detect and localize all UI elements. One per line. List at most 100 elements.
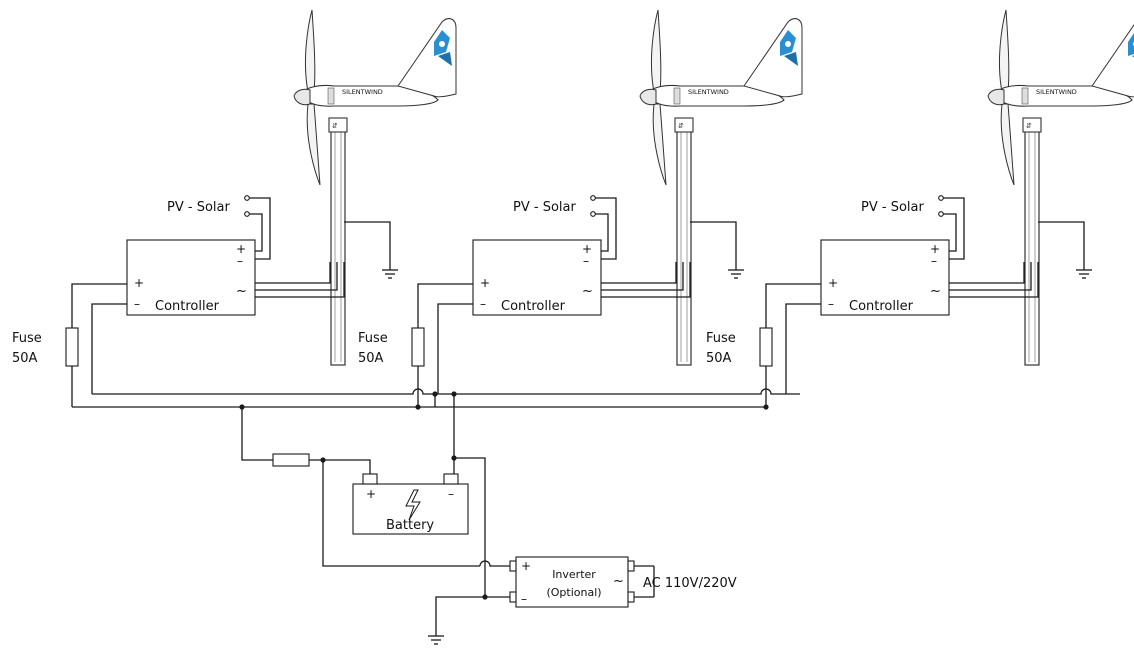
pv-plus-wire: [595, 197, 617, 260]
controller-label: Controller: [501, 299, 566, 314]
fuse-50a: [65, 327, 79, 367]
controller-ac-symbol: ~: [582, 284, 593, 299]
inverter-plus-wire-hop: [479, 560, 510, 567]
battery-minus-terminal: [443, 473, 459, 485]
pv-terminal: [590, 195, 596, 201]
inverter-label: Inverter: [552, 568, 596, 581]
ac-phase-3: [255, 262, 345, 298]
turbine-brand-label: SILENTWIND: [342, 88, 383, 96]
fuse-label: Fuse: [12, 331, 42, 346]
battery-label: Battery: [386, 518, 434, 533]
controller-dc-minus: –: [828, 297, 834, 311]
controller-box: [472, 239, 602, 316]
ground-symbol-graphic: [427, 635, 445, 645]
wind-turbine-graphic: [987, 9, 1134, 366]
pv-minus-wire: [249, 213, 263, 252]
battery-minus-label: –: [448, 487, 454, 501]
controller-pv-plus: +: [582, 242, 592, 256]
controller-minus-wire: [437, 303, 473, 394]
battery-inline-fuse: [272, 453, 310, 467]
negative-bus: [92, 388, 800, 395]
controller-plus-wire: [765, 283, 821, 328]
pv-terminal: [590, 211, 596, 217]
inverter-minus-feed: [454, 457, 486, 560]
wind-turbine: SILENTWIND: [987, 9, 1134, 366]
inverter-box: [515, 556, 629, 608]
dc-buses: [72, 388, 800, 410]
controller-minus-wire: [785, 303, 821, 394]
controller-dc-plus: +: [828, 276, 838, 290]
ac-phase-2: [949, 262, 1032, 291]
controller-dc-minus: –: [480, 297, 486, 311]
junction-dot: [415, 404, 421, 410]
pv-terminal: [938, 211, 944, 217]
pv-solar-label: PV - Solar: [513, 200, 576, 215]
pv-terminal: [938, 195, 944, 201]
pv-minus-wire: [943, 213, 957, 252]
battery: +–Battery: [352, 473, 469, 535]
ac-phase-1: [255, 262, 331, 284]
inverter-ac-symbol: ~: [613, 574, 624, 589]
fuse-label: Fuse: [358, 331, 388, 346]
fuse-label: Fuse: [706, 331, 736, 346]
controller-pv-plus: +: [930, 242, 940, 256]
controller-pv-plus: +: [236, 242, 246, 256]
ground-symbol: [1075, 269, 1093, 279]
lightning-icon: [405, 489, 421, 521]
turbine-ground-wire: [344, 221, 391, 270]
ac-phase-1: [601, 262, 677, 284]
inverter: + – Inverter (Optional) ~: [509, 556, 655, 608]
controller-dc-minus: –: [134, 297, 140, 311]
inverter-minus-terminal: [509, 591, 517, 603]
controller-box: [820, 239, 950, 316]
ac-phase-1: [949, 262, 1025, 284]
pv-minus-wire: [595, 213, 609, 252]
controller-ac-symbol: ~: [236, 284, 247, 299]
battery-plus-wire: [309, 459, 371, 474]
turbine-ground-wire: [690, 221, 737, 270]
battery-plus-wire: [241, 407, 273, 461]
battery-plus-terminal: [362, 473, 378, 485]
pv-solar-label: PV - Solar: [861, 200, 924, 215]
ac-phase-3: [601, 262, 691, 298]
controller-pv-minus: –: [583, 254, 589, 268]
inverter-ground-wire: [435, 596, 485, 636]
wind-turbine: SILENTWIND: [639, 9, 803, 366]
controller-box: [126, 239, 256, 316]
inverter-minus-label: –: [521, 592, 527, 606]
controller-label: Controller: [155, 299, 220, 314]
ac-phase-2: [255, 262, 338, 291]
inverter-ac-terminal-2: [627, 591, 635, 603]
controller-pv-minus: –: [237, 254, 243, 268]
inverter-plus-terminal: [509, 560, 517, 572]
controller-dc-plus: +: [134, 276, 144, 290]
battery-box: [352, 483, 469, 535]
pv-plus-wire: [249, 197, 271, 260]
junction-dot: [763, 404, 769, 410]
controller-plus-wire: [417, 283, 473, 328]
pv-plus-wire: [943, 197, 965, 260]
ground-symbol-graphic: [727, 269, 745, 279]
turbine-ground-wire: [1038, 221, 1085, 270]
ground-symbol: [427, 635, 445, 645]
ground-symbol: [381, 269, 399, 279]
wind-turbine-graphic: [293, 9, 457, 366]
inverter-optional-label: (Optional): [546, 586, 601, 599]
ground-symbol: [727, 269, 745, 279]
inverter-plus-label: +: [521, 559, 531, 573]
wind-turbine-graphic: [639, 9, 803, 366]
pv-terminal: [244, 211, 250, 217]
pv-terminal: [244, 195, 250, 201]
fuse-rating-label: 50A: [12, 351, 38, 366]
turbine-brand-label: SILENTWIND: [688, 88, 729, 96]
inverter-ac-terminal-1: [627, 560, 635, 572]
ground-symbol-graphic: [381, 269, 399, 279]
controller-minus-wire: [91, 303, 127, 394]
controller-dc-plus: +: [480, 276, 490, 290]
fuse-rating-label: 50A: [358, 351, 384, 366]
ground-symbol-graphic: [1075, 269, 1093, 279]
